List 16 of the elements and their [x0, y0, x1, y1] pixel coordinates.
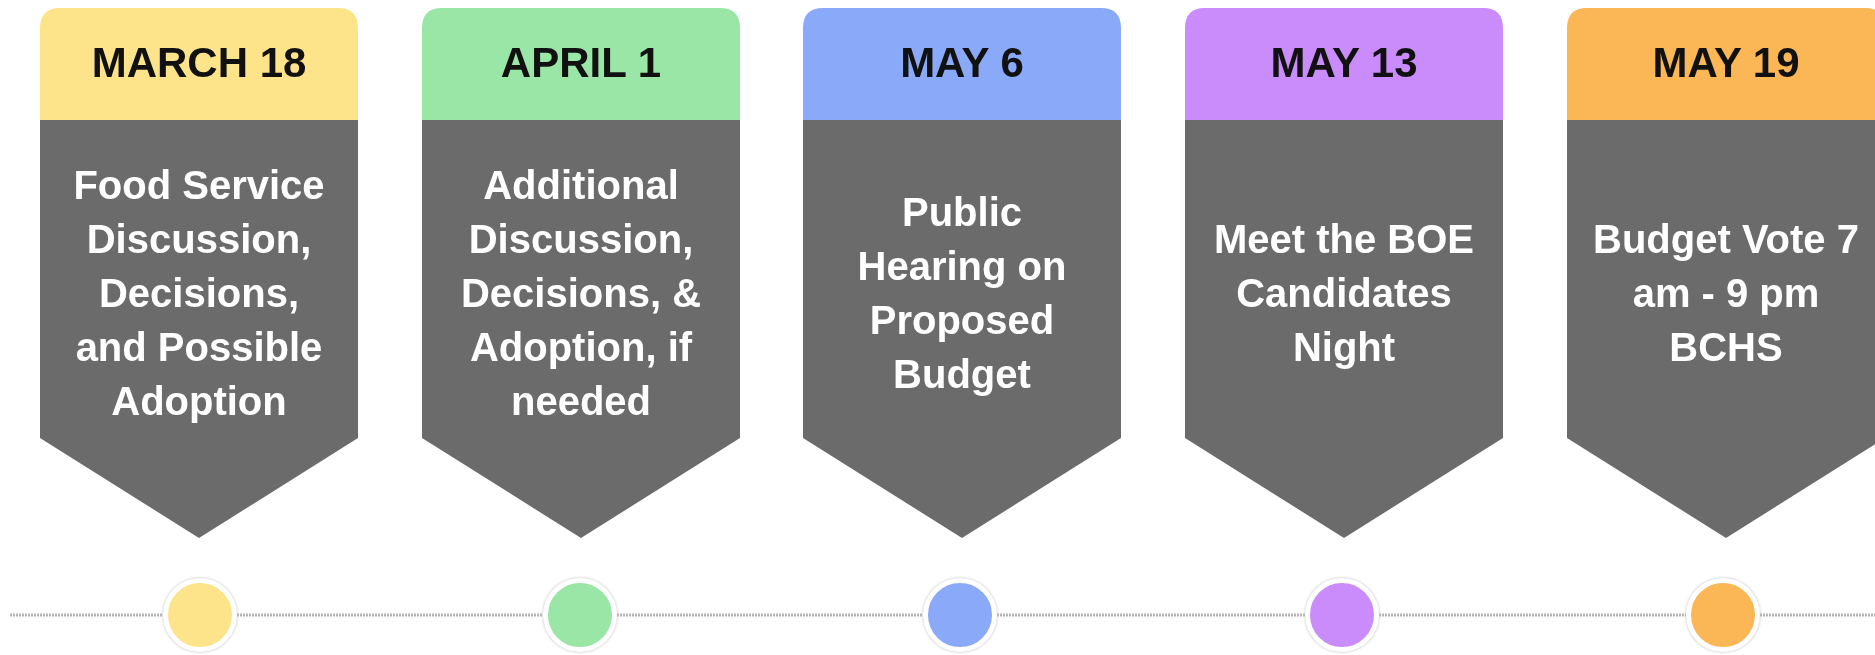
timeline-line [1760, 613, 1875, 617]
date-label: MARCH 18 [91, 38, 307, 88]
event-text: Meet the BOE Candidates Night [1212, 216, 1475, 371]
timeline-line [1379, 613, 1686, 617]
timeline-line [617, 613, 923, 617]
date-label: APRIL 1 [500, 38, 662, 88]
date-label: MAY 6 [900, 38, 1024, 88]
timeline-line [10, 613, 163, 617]
event-text: Food Service Discussion, Decisions, and Possible Adoption [72, 162, 326, 425]
event-text: Additional Discussion, Decisions, & Adoption, if needed [459, 162, 703, 425]
date-label: MAY 13 [1270, 38, 1418, 88]
timeline-line [997, 613, 1305, 617]
event-text: Public Hearing on Proposed Budget [856, 189, 1068, 398]
event-text: Budget Vote 7 am - 9 pm BCHS [1592, 216, 1860, 371]
date-label: MAY 19 [1652, 38, 1800, 88]
timeline-line [237, 613, 543, 617]
